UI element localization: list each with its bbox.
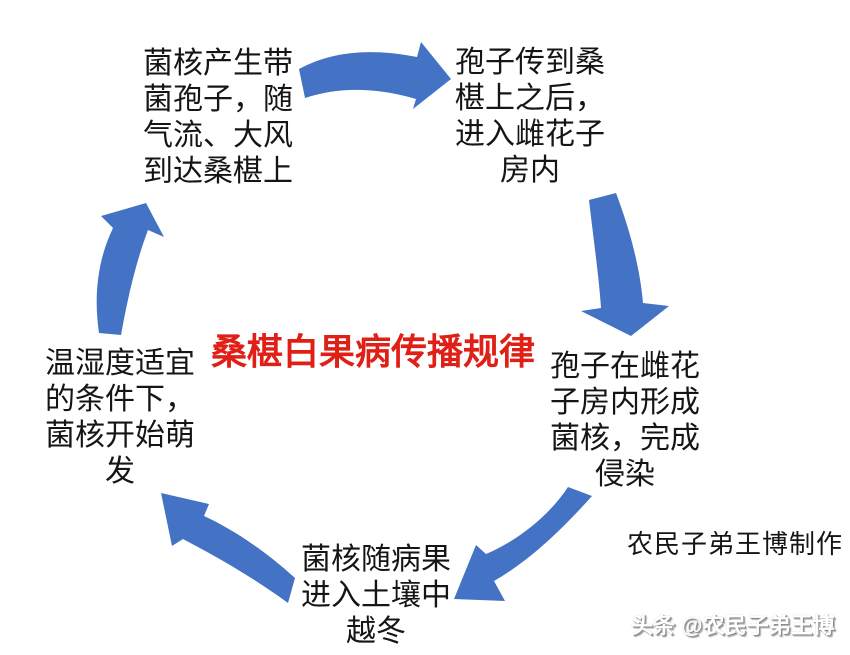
- step-text-line: 温湿度适宜: [45, 347, 195, 380]
- step-sclerotia-produce-spores: 菌核产生带 菌孢子，随 气流、大风 到达桑椹上: [143, 46, 303, 190]
- cycle-arrow-bottom-right-icon: [454, 487, 592, 601]
- step-text-line: 孢子传到桑: [455, 46, 605, 79]
- step-text-line: 气流、大风: [143, 119, 293, 152]
- diagram-title: 桑椹白果病传播规律: [210, 331, 535, 372]
- author-credit: 农民子弟王博制作: [626, 529, 843, 559]
- step-text-line: 椹上之后，: [455, 82, 605, 115]
- step-text-line: 房内: [500, 154, 560, 187]
- step-text-line: 的条件下，: [45, 383, 195, 416]
- step-spores-reach-mulberry: 孢子传到桑 椹上之后， 进入雌花子 房内: [452, 45, 608, 189]
- step-overwinter-in-soil: 菌核随病果 进入土壤中 越冬: [296, 542, 456, 650]
- step-text-line: 进入土壤中: [301, 579, 451, 612]
- cycle-arrow-right-icon: [581, 193, 669, 336]
- cycle-arrow-left-icon: [96, 203, 164, 335]
- step-text-line: 菌孢子，随: [143, 83, 293, 116]
- step-text-line: 菌核，完成: [550, 422, 700, 455]
- toutiao-watermark: 头条 @农民子弟王博: [631, 613, 835, 638]
- step-sclerotia-form-in-ovary: 孢子在雌花 子房内形成 菌核，完成 侵染: [546, 349, 704, 493]
- step-text-line: 进入雌花子: [455, 118, 605, 151]
- step-text-line: 侵染: [595, 458, 655, 491]
- step-text-line: 越冬: [346, 615, 406, 648]
- step-text-line: 子房内形成: [550, 386, 700, 419]
- step-text-line: 到达桑椹上: [143, 155, 293, 188]
- step-text-line: 菌核随病果: [301, 543, 451, 576]
- step-text-line: 发: [105, 455, 135, 488]
- step-germination-when-suitable: 温湿度适宜 的条件下， 菌核开始萌 发: [42, 346, 198, 490]
- step-text-line: 孢子在雌花: [550, 350, 700, 383]
- cycle-arrow-top-icon: [299, 42, 451, 109]
- step-text-line: 菌核开始萌: [45, 419, 195, 452]
- step-text-line: 菌核产生带: [143, 47, 293, 80]
- cycle-arrow-bottom-left-icon: [161, 493, 295, 603]
